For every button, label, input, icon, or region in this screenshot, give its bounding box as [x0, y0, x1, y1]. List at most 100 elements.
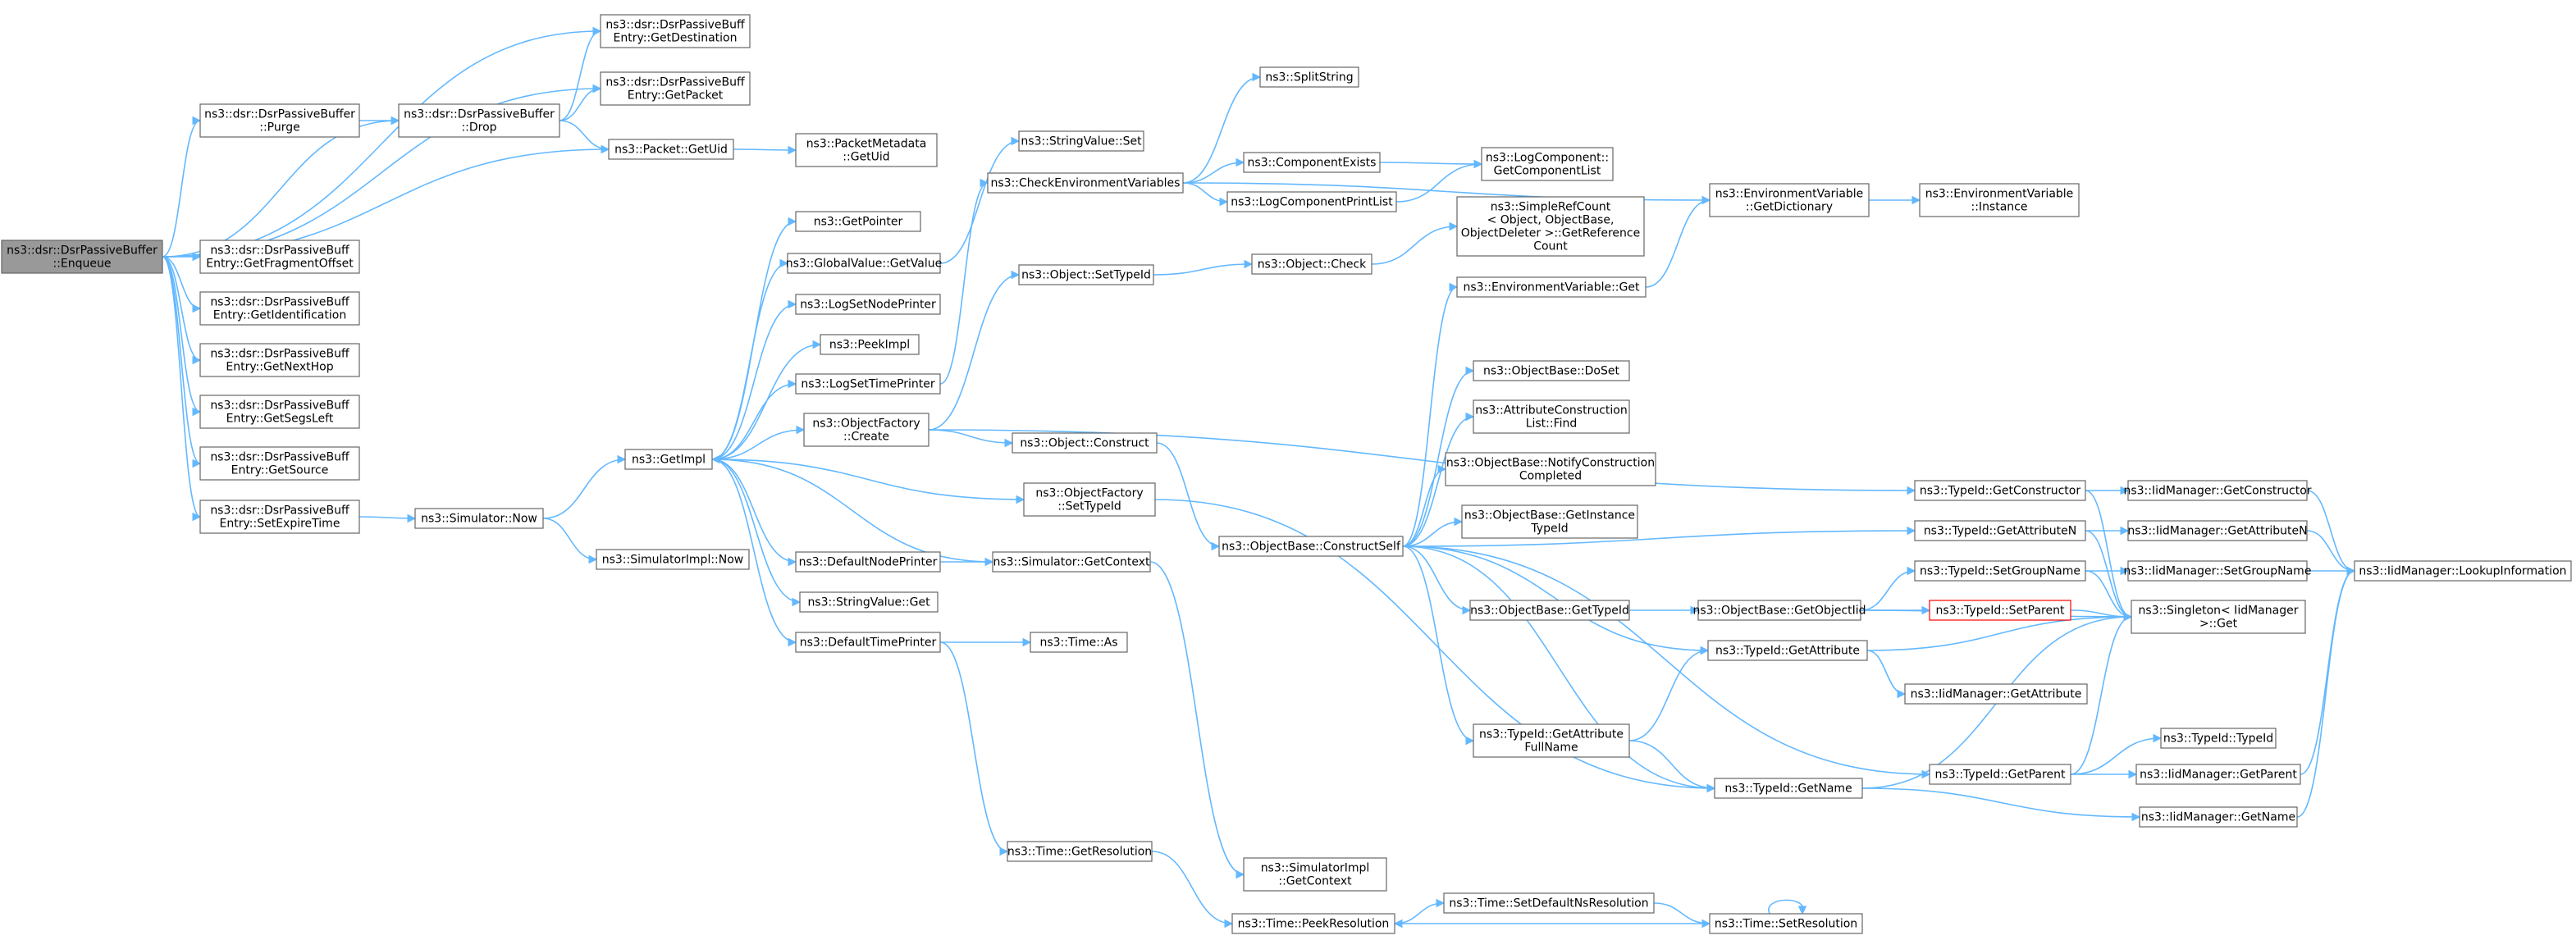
graph-node-ns3-iidmanager-setgroupname[interactable]: ns3::IidManager::SetGroupName — [2124, 560, 2312, 582]
node-box — [1243, 857, 1387, 892]
graph-node-ns3-packetmetadata-getuid[interactable]: ns3::PacketMetadata::GetUid — [795, 133, 938, 167]
node-label: ns3::ObjectBase::GetTypeId — [1470, 605, 1629, 618]
edge-line — [559, 30, 601, 121]
node-label: Entry::GetPacket — [628, 89, 724, 103]
graph-node-ns3-typeid-getname[interactable]: ns3::TypeId::GetName — [1714, 778, 1863, 799]
node-label: ns3::EnvironmentVariable::Get — [1464, 281, 1640, 294]
graph-node-ns3-objectfactory-settypeid[interactable]: ns3::ObjectFactory::SetTypeId — [1023, 482, 1156, 517]
graph-node-ns3-simplerefcount-object-objectbase-objectdeleter-getreference-count[interactable]: ns3::SimpleRefCount< Object, ObjectBase,… — [1456, 196, 1645, 257]
node-label: ns3::SimpleRefCount — [1491, 201, 1611, 214]
graph-node-ns3-typeid-setparent[interactable]: ns3::TypeId::SetParent — [1929, 600, 2071, 621]
graph-node-ns3-splitstring[interactable]: ns3::SplitString — [1259, 66, 1359, 88]
graph-node-ns3-logcomponent-getcomponentlist[interactable]: ns3::LogComponent::GetComponentList — [1481, 147, 1614, 181]
edge-arrowhead — [1449, 282, 1459, 292]
graph-node-ns3-objectfactory-create[interactable]: ns3::ObjectFactory::Create — [803, 413, 929, 447]
graph-node-ns3-typeid-setgroupname[interactable]: ns3::TypeId::SetGroupName — [1914, 560, 2086, 582]
node-box — [992, 551, 1151, 573]
graph-node-ns3-typeid-typeid[interactable]: ns3::TypeId::TypeId — [2160, 728, 2277, 749]
node-label: ns3::DefaultTimePrinter — [800, 637, 937, 650]
node-box — [1473, 723, 1630, 758]
graph-node-ns3-checkenvironmentvariables[interactable]: ns3::CheckEnvironmentVariables — [987, 172, 1184, 194]
graph-node-ns3-time-getresolution[interactable]: ns3::Time::GetResolution — [1007, 841, 1153, 862]
graph-node-ns3-objectbase-getobjectiid[interactable]: ns3::ObjectBase::GetObjectIid — [1692, 600, 1866, 621]
graph-node-ns3-stringvalue-set[interactable]: ns3::StringValue::Set — [1018, 130, 1144, 152]
graph-node-ns3-dsr-dsrpassivebuff-entry-setexpiretime[interactable]: ns3::dsr::DsrPassiveBuffEntry::SetExpire… — [199, 500, 360, 534]
graph-node-ns3-dsr-dsrpassivebuffer-purge[interactable]: ns3::dsr::DsrPassiveBuffer::Purge — [199, 103, 360, 138]
graph-node-ns3-typeid-getattributen[interactable]: ns3::TypeId::GetAttributeN — [1914, 520, 2086, 541]
graph-node-ns3-getpointer[interactable]: ns3::GetPointer — [795, 211, 921, 232]
node-box — [1445, 452, 1656, 486]
graph-node-ns3-environmentvariable-instance[interactable]: ns3::EnvironmentVariable::Instance — [1919, 183, 2080, 217]
node-label: ns3::Simulator::GetContext — [993, 556, 1150, 569]
graph-node-ns3-iidmanager-getparent[interactable]: ns3::IidManager::GetParent — [2135, 764, 2301, 785]
graph-node-ns3-typeid-getattribute[interactable]: ns3::TypeId::GetAttribute — [1707, 640, 1868, 661]
graph-node-ns3-dsr-dsrpassivebuff-entry-getdestination[interactable]: ns3::dsr::DsrPassiveBuffEntry::GetDestin… — [600, 14, 751, 48]
graph-node-ns3-environmentvariable-get[interactable]: ns3::EnvironmentVariable::Get — [1456, 276, 1647, 298]
graph-node-ns3-dsr-dsrpassivebuffer-enqueue[interactable]: ns3::dsr::DsrPassiveBuffer::Enqueue — [1, 240, 163, 274]
node-label: ns3::TypeId::GetAttribute — [1715, 645, 1860, 658]
graph-node-ns3-globalvalue-getvalue[interactable]: ns3::GlobalValue::GetValue — [786, 253, 942, 274]
graph-node-ns3-time-setresolution[interactable]: ns3::Time::SetResolution — [1709, 913, 1863, 934]
edge-arrowhead — [788, 637, 797, 647]
node-label: ns3::CheckEnvironmentVariables — [991, 177, 1181, 190]
graph-node-ns3-time-as[interactable]: ns3::Time::As — [1030, 632, 1128, 653]
graph-node-ns3-componentexists[interactable]: ns3::ComponentExists — [1243, 152, 1381, 173]
graph-node-ns3-defaulttimeprinter[interactable]: ns3::DefaultTimePrinter — [795, 632, 941, 653]
graph-node-ns3-iidmanager-getattribute[interactable]: ns3::IidManager::GetAttribute — [1904, 683, 2088, 705]
graph-node-ns3-objectbase-constructself[interactable]: ns3::ObjectBase::ConstructSelf — [1218, 536, 1404, 557]
graph-node-ns3-time-peekresolution[interactable]: ns3::Time::PeekResolution — [1231, 913, 1395, 934]
graph-node-ns3-iidmanager-lookupinformation[interactable]: ns3::IidManager::LookupInformation — [2354, 560, 2572, 582]
graph-node-ns3-logsetnodeprinter[interactable]: ns3::LogSetNodePrinter — [795, 294, 941, 315]
graph-node-ns3-dsr-dsrpassivebuffer-drop[interactable]: ns3::dsr::DsrPassiveBuffer::Drop — [398, 103, 560, 138]
node-label: ns3::dsr::DsrPassiveBuff — [210, 348, 349, 361]
graph-node-ns3-peekimpl[interactable]: ns3::PeekImpl — [820, 334, 920, 355]
edge-line — [1653, 902, 1710, 924]
graph-node-ns3-typeid-getparent[interactable]: ns3::TypeId::GetParent — [1929, 764, 2071, 785]
graph-node-ns3-typeid-getconstructor[interactable]: ns3::TypeId::GetConstructor — [1914, 480, 2086, 501]
edge-arrowhead — [1436, 898, 1446, 908]
graph-node-ns3-dsr-dsrpassivebuff-entry-getfragmentoffset[interactable]: ns3::dsr::DsrPassiveBuffEntry::GetFragme… — [199, 240, 360, 274]
edge-line — [1379, 162, 1482, 165]
graph-node-ns3-simulatorimpl-now[interactable]: ns3::SimulatorImpl::Now — [596, 549, 750, 570]
graph-node-ns3-defaultnodeprinter[interactable]: ns3::DefaultNodePrinter — [795, 551, 941, 573]
graph-node-ns3-iidmanager-getname[interactable]: ns3::IidManager::GetName — [2139, 806, 2298, 828]
graph-node-ns3-simulator-now[interactable]: ns3::Simulator::Now — [414, 508, 544, 529]
graph-node-ns3-logsettimeprinter[interactable]: ns3::LogSetTimePrinter — [795, 373, 941, 395]
graph-edge — [2296, 566, 2356, 818]
graph-node-ns3-object-settypeid[interactable]: ns3::Object::SetTypeId — [1018, 264, 1154, 285]
graph-node-ns3-objectbase-notifyconstruction-completed[interactable]: ns3::ObjectBase::NotifyConstructionCompl… — [1445, 452, 1656, 486]
graph-node-ns3-dsr-dsrpassivebuff-entry-getnexthop[interactable]: ns3::dsr::DsrPassiveBuffEntry::GetNextHo… — [199, 343, 360, 377]
edge-line — [928, 429, 1013, 444]
graph-node-ns3-stringvalue-get[interactable]: ns3::StringValue::Get — [799, 591, 939, 613]
graph-node-ns3-singleton-iidmanager-get[interactable]: ns3::Singleton< IidManager>::Get — [2131, 600, 2306, 634]
graph-edge — [1371, 221, 1459, 265]
edge-arrowhead — [192, 252, 202, 262]
graph-node-ns3-packet-getuid[interactable]: ns3::Packet::GetUid — [608, 139, 734, 160]
graph-edge — [2085, 526, 2130, 536]
node-label: >::Get — [2199, 618, 2238, 631]
node-box — [2135, 764, 2301, 785]
graph-node-ns3-objectbase-gettypeid[interactable]: ns3::ObjectBase::GetTypeId — [1469, 600, 1630, 621]
edge-arrowhead — [192, 116, 202, 125]
graph-node-ns3-iidmanager-getattributen[interactable]: ns3::IidManager::GetAttributeN — [2127, 520, 2308, 541]
graph-node-ns3-iidmanager-getconstructor[interactable]: ns3::IidManager::GetConstructor — [2123, 480, 2312, 501]
graph-node-ns3-dsr-dsrpassivebuff-entry-getidentification[interactable]: ns3::dsr::DsrPassiveBuffEntry::GetIdenti… — [199, 291, 360, 326]
graph-node-ns3-getimpl[interactable]: ns3::GetImpl — [624, 449, 713, 470]
graph-node-ns3-environmentvariable-getdictionary[interactable]: ns3::EnvironmentVariable::GetDictionary — [1709, 183, 1870, 217]
graph-node-ns3-object-construct[interactable]: ns3::Object::Construct — [1012, 432, 1158, 454]
graph-node-ns3-object-check[interactable]: ns3::Object::Check — [1251, 253, 1372, 275]
graph-node-ns3-logcomponentprintlist[interactable]: ns3::LogComponentPrintList — [1226, 191, 1397, 212]
graph-node-ns3-objectbase-doset[interactable]: ns3::ObjectBase::DoSet — [1473, 360, 1630, 381]
graph-node-ns3-simulator-getcontext[interactable]: ns3::Simulator::GetContext — [992, 551, 1151, 573]
graph-node-ns3-time-setdefaultnsresolution[interactable]: ns3::Time::SetDefaultNsResolution — [1443, 892, 1655, 914]
node-label: ns3::SplitString — [1265, 71, 1353, 84]
graph-node-ns3-dsr-dsrpassivebuff-entry-getsegsleft[interactable]: ns3::dsr::DsrPassiveBuffEntry::GetSegsLe… — [199, 395, 360, 429]
graph-edge — [162, 116, 202, 258]
node-box — [1218, 536, 1404, 557]
graph-node-ns3-simulatorimpl-getcontext[interactable]: ns3::SimulatorImpl::GetContext — [1243, 857, 1387, 892]
